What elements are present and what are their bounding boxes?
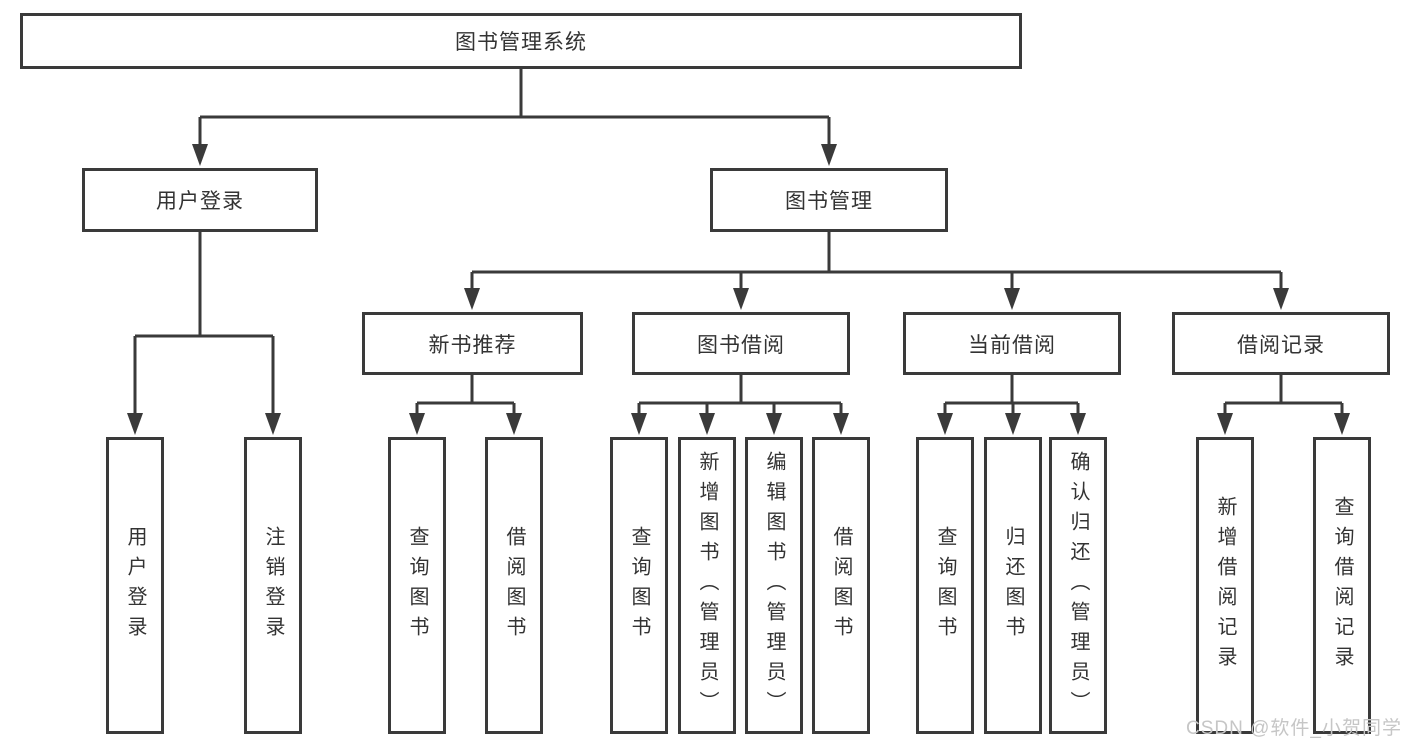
leaf-query-borrow-record: 查询借阅记录: [1313, 437, 1371, 734]
node-borrowing-records-label: 借阅记录: [1237, 333, 1325, 357]
leaf-borrowing-borrow-books-label: 借阅图书: [830, 525, 852, 646]
leaf-add-book-admin-label: 新增图书（管理员）: [696, 450, 718, 721]
node-book-management-label: 图书管理: [785, 190, 873, 213]
node-new-book-recommendation: 新书推荐: [362, 312, 583, 375]
node-book-management: 图书管理: [710, 168, 948, 232]
leaf-add-book-admin: 新增图书（管理员）: [678, 437, 736, 734]
leaf-confirm-return-admin: 确认归还（管理员）: [1049, 437, 1107, 734]
leaf-return-books-label: 归还图书: [1002, 525, 1024, 646]
leaf-recommend-query-books-label: 查询图书: [406, 525, 428, 646]
node-book-borrowing-label: 图书借阅: [697, 333, 785, 357]
leaf-user-login: 用户登录: [106, 437, 164, 734]
node-root: 图书管理系统: [20, 13, 1022, 69]
node-current-borrowing: 当前借阅: [903, 312, 1121, 375]
leaf-recommend-borrow-books: 借阅图书: [485, 437, 543, 734]
watermark: CSDN @软件_小贺同学: [1186, 718, 1402, 739]
leaf-recommend-query-books: 查询图书: [388, 437, 446, 734]
leaf-logout-label: 注销登录: [262, 525, 284, 646]
node-borrowing-records: 借阅记录: [1172, 312, 1390, 375]
leaf-logout: 注销登录: [244, 437, 302, 734]
node-current-borrowing-label: 当前借阅: [968, 333, 1056, 357]
leaf-return-books: 归还图书: [984, 437, 1042, 734]
node-book-borrowing: 图书借阅: [632, 312, 850, 375]
leaf-edit-book-admin-label: 编辑图书（管理员）: [763, 450, 785, 721]
leaf-confirm-return-admin-label: 确认归还（管理员）: [1067, 450, 1089, 721]
leaf-recommend-borrow-books-label: 借阅图书: [503, 525, 525, 646]
leaf-query-borrow-record-label: 查询借阅记录: [1331, 495, 1353, 676]
leaf-user-login-label: 用户登录: [124, 525, 146, 646]
node-user-login: 用户登录: [82, 168, 318, 232]
leaf-current-query-books: 查询图书: [916, 437, 974, 734]
leaf-add-borrow-record: 新增借阅记录: [1196, 437, 1254, 734]
node-user-login-label: 用户登录: [156, 190, 244, 213]
leaf-add-borrow-record-label: 新增借阅记录: [1214, 495, 1236, 676]
leaf-current-query-books-label: 查询图书: [934, 525, 956, 646]
leaf-borrowing-query-books: 查询图书: [610, 437, 668, 734]
leaf-borrowing-query-books-label: 查询图书: [628, 525, 650, 646]
leaf-borrowing-borrow-books: 借阅图书: [812, 437, 870, 734]
leaf-edit-book-admin: 编辑图书（管理员）: [745, 437, 803, 734]
node-root-label: 图书管理系统: [455, 31, 587, 54]
node-new-book-recommendation-label: 新书推荐: [428, 333, 517, 357]
